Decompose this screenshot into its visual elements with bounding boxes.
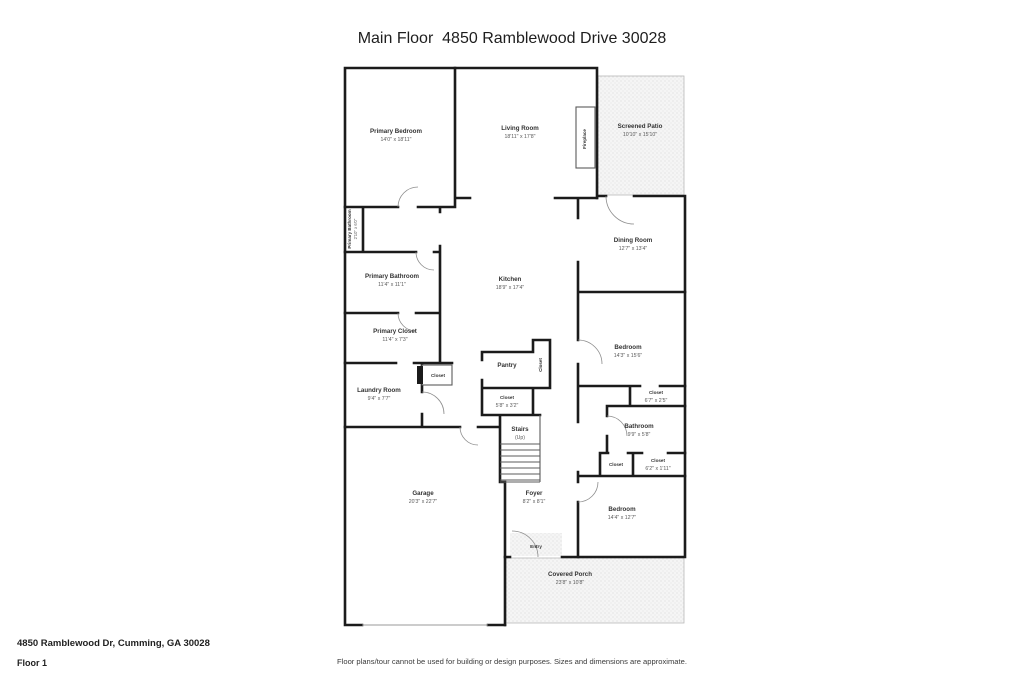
exterior-walls: [343, 66, 687, 627]
dims-closet-hall: 5'8" x 3'2": [496, 403, 519, 409]
door-arcs: [397, 186, 635, 558]
label-stairs: Stairs: [511, 426, 529, 433]
door-arc-primary-bathroom: [415, 251, 435, 271]
dims-covered-porch: 23'8" x 10'8": [556, 580, 585, 586]
door-arc-primary-closet: [397, 312, 417, 332]
outdoor-areas: [505, 75, 685, 624]
dims-closet-hall2: 6'2" x 1'11": [645, 466, 670, 472]
dims-primary-closet: 11'4" x 7'3": [382, 337, 407, 343]
label-foyer: Foyer: [526, 490, 543, 497]
door-arc-bedroom-right: [577, 339, 603, 365]
label-closet-small: Closet: [609, 462, 624, 467]
thin-features: [362, 106, 596, 626]
dims-bedroom-right: 14'3" x 15'6": [614, 353, 643, 359]
footer-address: 4850 Ramblewood Dr, Cumming, GA 30028: [17, 638, 210, 649]
label-primary-bathroom-small-group: Primary Bathroom 2'10" x 6'0": [347, 209, 358, 248]
stairs-box: [500, 415, 541, 483]
entry-floor: [510, 533, 562, 556]
dims-bedroom-bottom: 14'4" x 12'7": [608, 515, 637, 521]
footer-disclaimer: Floor plans/tour cannot be used for buil…: [337, 657, 687, 666]
label-kitchen: Kitchen: [499, 276, 522, 283]
dims-primary-bedroom: 14'0" x 18'11": [381, 137, 412, 143]
label-living-room: Living Room: [501, 125, 539, 132]
label-fireplace: Fireplace: [582, 129, 587, 149]
label-primary-closet: Primary Closet: [373, 328, 417, 335]
screened-patio-floor: [597, 75, 685, 196]
door-arc-bedroom-bottom: [577, 481, 599, 503]
door-arc-patio: [605, 195, 635, 225]
label-primary-bathroom-small: Primary Bathroom: [347, 209, 352, 248]
label-covered-porch: Covered Porch: [548, 571, 592, 578]
page-title: Main Floor 4850 Ramblewood Drive 30028: [357, 30, 667, 47]
label-bathroom: Bathroom: [624, 423, 654, 430]
dims-kitchen: 18'9" x 17'4": [496, 285, 525, 291]
label-pantry: Pantry: [497, 362, 517, 369]
door-arc-bathroom: [606, 415, 628, 437]
dims-bathroom: 9'9" x 5'8": [628, 432, 651, 438]
room-labels: Primary Bedroom 14'0" x 18'11" Living Ro…: [347, 123, 671, 586]
label-garage: Garage: [412, 490, 434, 497]
walls: [343, 66, 687, 627]
laundry-closet-wall-stub: [417, 366, 423, 384]
footer-floor-label: Floor 1: [17, 658, 48, 668]
door-arc-primary-bedroom: [397, 186, 419, 208]
door-arc-garage: [459, 426, 479, 446]
dims-closet-bedroom1: 6'7" x 2'5": [645, 398, 668, 404]
dims-living-room: 18'11" x 17'8": [505, 134, 536, 140]
label-bedroom-bottom: Bedroom: [608, 506, 636, 513]
label-entry: Entry: [530, 544, 542, 549]
label-closet-hall: Closet: [500, 395, 515, 400]
label-closet-bedroom1: Closet: [649, 390, 664, 395]
stair-treads: [500, 443, 540, 481]
fireplace-box: [575, 106, 596, 169]
label-laundry-closet: Closet: [431, 373, 446, 378]
dims-primary-bathroom-small: 2'10" x 6'0": [353, 218, 358, 239]
label-closet-vertical: Closet: [538, 358, 543, 372]
label-bedroom-right: Bedroom: [614, 344, 642, 351]
dims-dining-room: 12'7" x 13'4": [619, 246, 648, 252]
door-arc-laundry: [421, 391, 445, 415]
interior-walls: [343, 66, 687, 627]
dims-primary-bathroom: 11'4" x 11'1": [378, 282, 406, 288]
label-dining-room: Dining Room: [614, 237, 653, 244]
dims-garage: 20'3" x 22'7": [409, 499, 438, 505]
dims-laundry-room: 9'4" x 7'7": [368, 396, 391, 402]
label-closet-hall2: Closet: [651, 458, 666, 463]
label-primary-bathroom: Primary Bathroom: [365, 273, 419, 280]
door-arc-entry: [511, 530, 539, 558]
dims-screened-patio: 10'10" x 15'10": [623, 132, 657, 138]
label-laundry-room: Laundry Room: [357, 387, 401, 394]
label-stairs-up: (Up): [515, 435, 525, 441]
label-primary-bedroom: Primary Bedroom: [370, 128, 422, 135]
dims-foyer: 8'2" x 8'1": [523, 499, 546, 505]
label-screened-patio: Screened Patio: [618, 123, 663, 130]
covered-porch-floor: [505, 557, 685, 624]
